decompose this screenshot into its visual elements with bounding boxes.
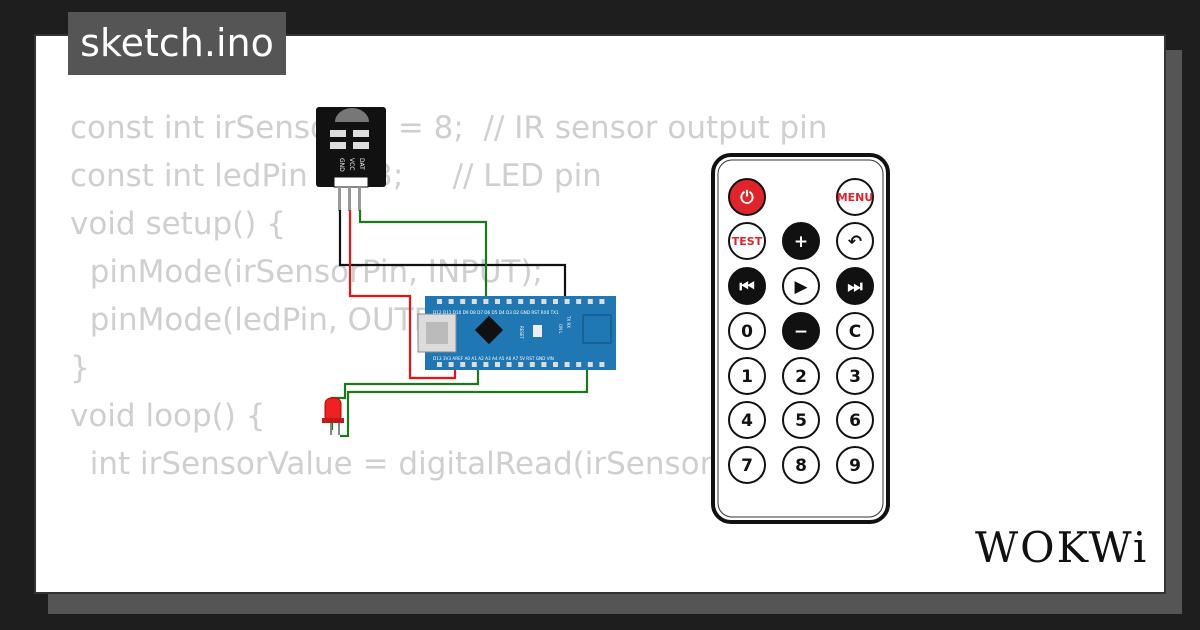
remote-button-label: 1 (741, 367, 753, 387)
arduino-pin-bottom[interactable] (518, 362, 524, 367)
pin-label-gnd: GND (338, 158, 345, 172)
arduino-pin-bottom[interactable] (541, 362, 547, 367)
remote-button-minus[interactable]: − (782, 312, 820, 350)
code-line: void setup() { (70, 206, 286, 242)
remote-button-three[interactable]: 3 (836, 357, 874, 395)
arduino-pin-bottom[interactable] (587, 362, 593, 367)
wire-vcc (348, 210, 457, 380)
remote-button-label: 0 (741, 322, 753, 342)
arduino-pin-top[interactable] (483, 299, 489, 304)
arduino-pin-bottom[interactable] (448, 362, 454, 367)
remote-button-label: + (794, 232, 808, 252)
remote-button-grid: ⏻ MENU TEST + ↶ ⏮ ▶ ⏭ 0 − C 1 2 3 4 5 6 7 8 9 (728, 178, 874, 484)
remote-button-two[interactable]: 2 (782, 357, 820, 395)
arduino-nano[interactable]: D12 D11 D10 D9 D8 D7 D6 D5 D4 D3 D2 GND … (417, 296, 616, 370)
remote-button-label: 9 (849, 456, 861, 476)
remote-button-c[interactable]: C (836, 312, 874, 350)
arduino-pin-bottom[interactable] (483, 362, 489, 367)
remote-button-label: MENU (837, 191, 874, 204)
arduino-pin-top[interactable] (495, 299, 500, 304)
remote-button-label: 8 (795, 456, 807, 476)
remote-button-label: C (849, 322, 861, 342)
remote-button-label: TEST (732, 235, 763, 248)
remote-button-five[interactable]: 5 (782, 401, 820, 439)
arduino-bottom-pin-labels: D13 3V3 AREF A0 A1 A2 A3 A4 A5 A6 A7 5V … (433, 356, 554, 361)
code-line: } (70, 350, 90, 386)
arduino-pin-bottom[interactable] (599, 362, 605, 367)
wire-gnd (338, 210, 567, 298)
remote-button-label: 5 (795, 411, 807, 431)
arduino-pin-top[interactable] (437, 299, 442, 304)
code-line: void loop() { (70, 398, 266, 434)
remote-button-play[interactable]: ▶ (782, 267, 820, 305)
label-tx-rx: TX RX (566, 315, 571, 328)
wokwi-logo: WOKWi (975, 523, 1149, 572)
remote-button-power[interactable]: ⏻ (728, 178, 766, 216)
pin-label-vcc: VCC (348, 158, 355, 170)
remote-button-one[interactable]: 1 (728, 357, 766, 395)
remote-button-four[interactable]: 4 (728, 401, 766, 439)
remote-button-label: 4 (741, 411, 753, 431)
remote-button-eight[interactable]: 8 (782, 446, 820, 484)
wire-dat (358, 210, 488, 298)
arduino-pin-top[interactable] (506, 299, 512, 304)
label-on: ON L (558, 324, 563, 334)
arduino-pin-top[interactable] (564, 299, 570, 304)
arduino-pin-top[interactable] (529, 299, 535, 304)
arduino-pin-bottom[interactable] (564, 362, 570, 367)
remote-button-back[interactable]: ↶ (836, 222, 874, 260)
red-led[interactable] (322, 397, 344, 435)
file-tab[interactable]: sketch.ino (68, 12, 286, 75)
arduino-top-pin-labels: D12 D11 D10 D9 D8 D7 D6 D5 D4 D3 D2 GND … (433, 310, 559, 315)
arduino-pin-bottom[interactable] (553, 362, 558, 367)
remote-button-menu[interactable]: MENU (836, 178, 874, 216)
remote-button-label: 2 (795, 367, 807, 387)
code-background: const int irSensorPin = 8; // IR sensor … (70, 104, 827, 488)
arduino-pin-top[interactable] (599, 299, 605, 304)
wire-led-cathode (340, 366, 589, 438)
arduino-pin-bottom[interactable] (471, 362, 477, 367)
remote-button-label: 6 (849, 411, 861, 431)
remote-button-label: ⏻ (740, 188, 754, 208)
arduino-pin-top[interactable] (471, 299, 477, 304)
arduino-pin-top[interactable] (518, 299, 524, 304)
remote-button-label: ⏮ (739, 277, 754, 297)
remote-button-label: 3 (849, 367, 861, 387)
remote-button-seven[interactable]: 7 (728, 446, 766, 484)
arduino-pin-bottom[interactable] (506, 362, 512, 367)
remote-button-test[interactable]: TEST (728, 222, 766, 260)
arduino-pin-bottom[interactable] (495, 362, 500, 367)
remote-button-label: 7 (741, 456, 753, 476)
arduino-pin-bottom[interactable] (576, 362, 582, 367)
arduino-pin-top[interactable] (448, 299, 454, 304)
remote-button-zero[interactable]: 0 (728, 312, 766, 350)
arduino-pin-top[interactable] (587, 299, 593, 304)
arduino-pin-top[interactable] (576, 299, 582, 304)
arduino-pin-top[interactable] (541, 299, 547, 304)
remote-button-prev[interactable]: ⏮ (728, 267, 766, 305)
arduino-pin-top[interactable] (460, 299, 466, 304)
code-line: const int irSensorPin = 8; // IR sensor … (70, 110, 828, 146)
pin-label-dat: DAT (358, 158, 365, 170)
remote-button-label: − (794, 322, 808, 342)
remote-button-label: ▶ (794, 277, 808, 297)
remote-button-label: ⏭ (847, 277, 863, 297)
arduino-pin-top[interactable] (553, 299, 558, 304)
ir-sensor-module[interactable]: GND VCC DAT (316, 107, 386, 211)
label-reset: RESET (519, 326, 524, 339)
remote-button-plus[interactable]: + (782, 222, 820, 260)
remote-button-label: ↶ (848, 232, 862, 252)
remote-button-next[interactable]: ⏭ (836, 267, 874, 305)
arduino-pin-bottom[interactable] (460, 362, 466, 367)
remote-button-six[interactable]: 6 (836, 401, 874, 439)
arduino-pin-bottom[interactable] (529, 362, 535, 367)
remote-button-nine[interactable]: 9 (836, 446, 874, 484)
arduino-pin-bottom[interactable] (437, 362, 442, 367)
